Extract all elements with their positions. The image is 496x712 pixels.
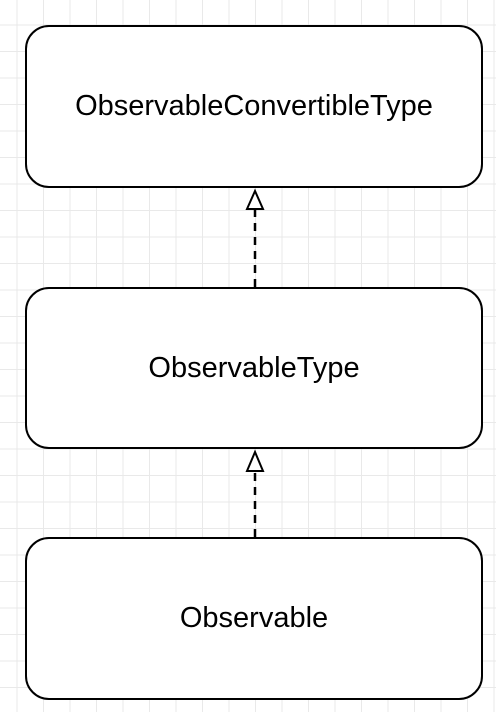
hollow-arrowhead-icon [245,188,265,210]
node-label: ObservableType [148,351,360,384]
node-observable-convertible-type[interactable]: ObservableConvertibleType [25,25,483,188]
node-label: Observable [179,602,329,634]
node-observable-type[interactable]: ObservableType [25,287,483,449]
node-observable[interactable]: Observable [25,537,483,700]
node-label: ObservableConvertibleType [75,90,433,122]
edge-observable-to-observable-type[interactable] [245,449,265,537]
hollow-arrowhead-icon [245,449,265,472]
edge-observable-type-to-observable-convertible-type[interactable] [245,188,265,287]
